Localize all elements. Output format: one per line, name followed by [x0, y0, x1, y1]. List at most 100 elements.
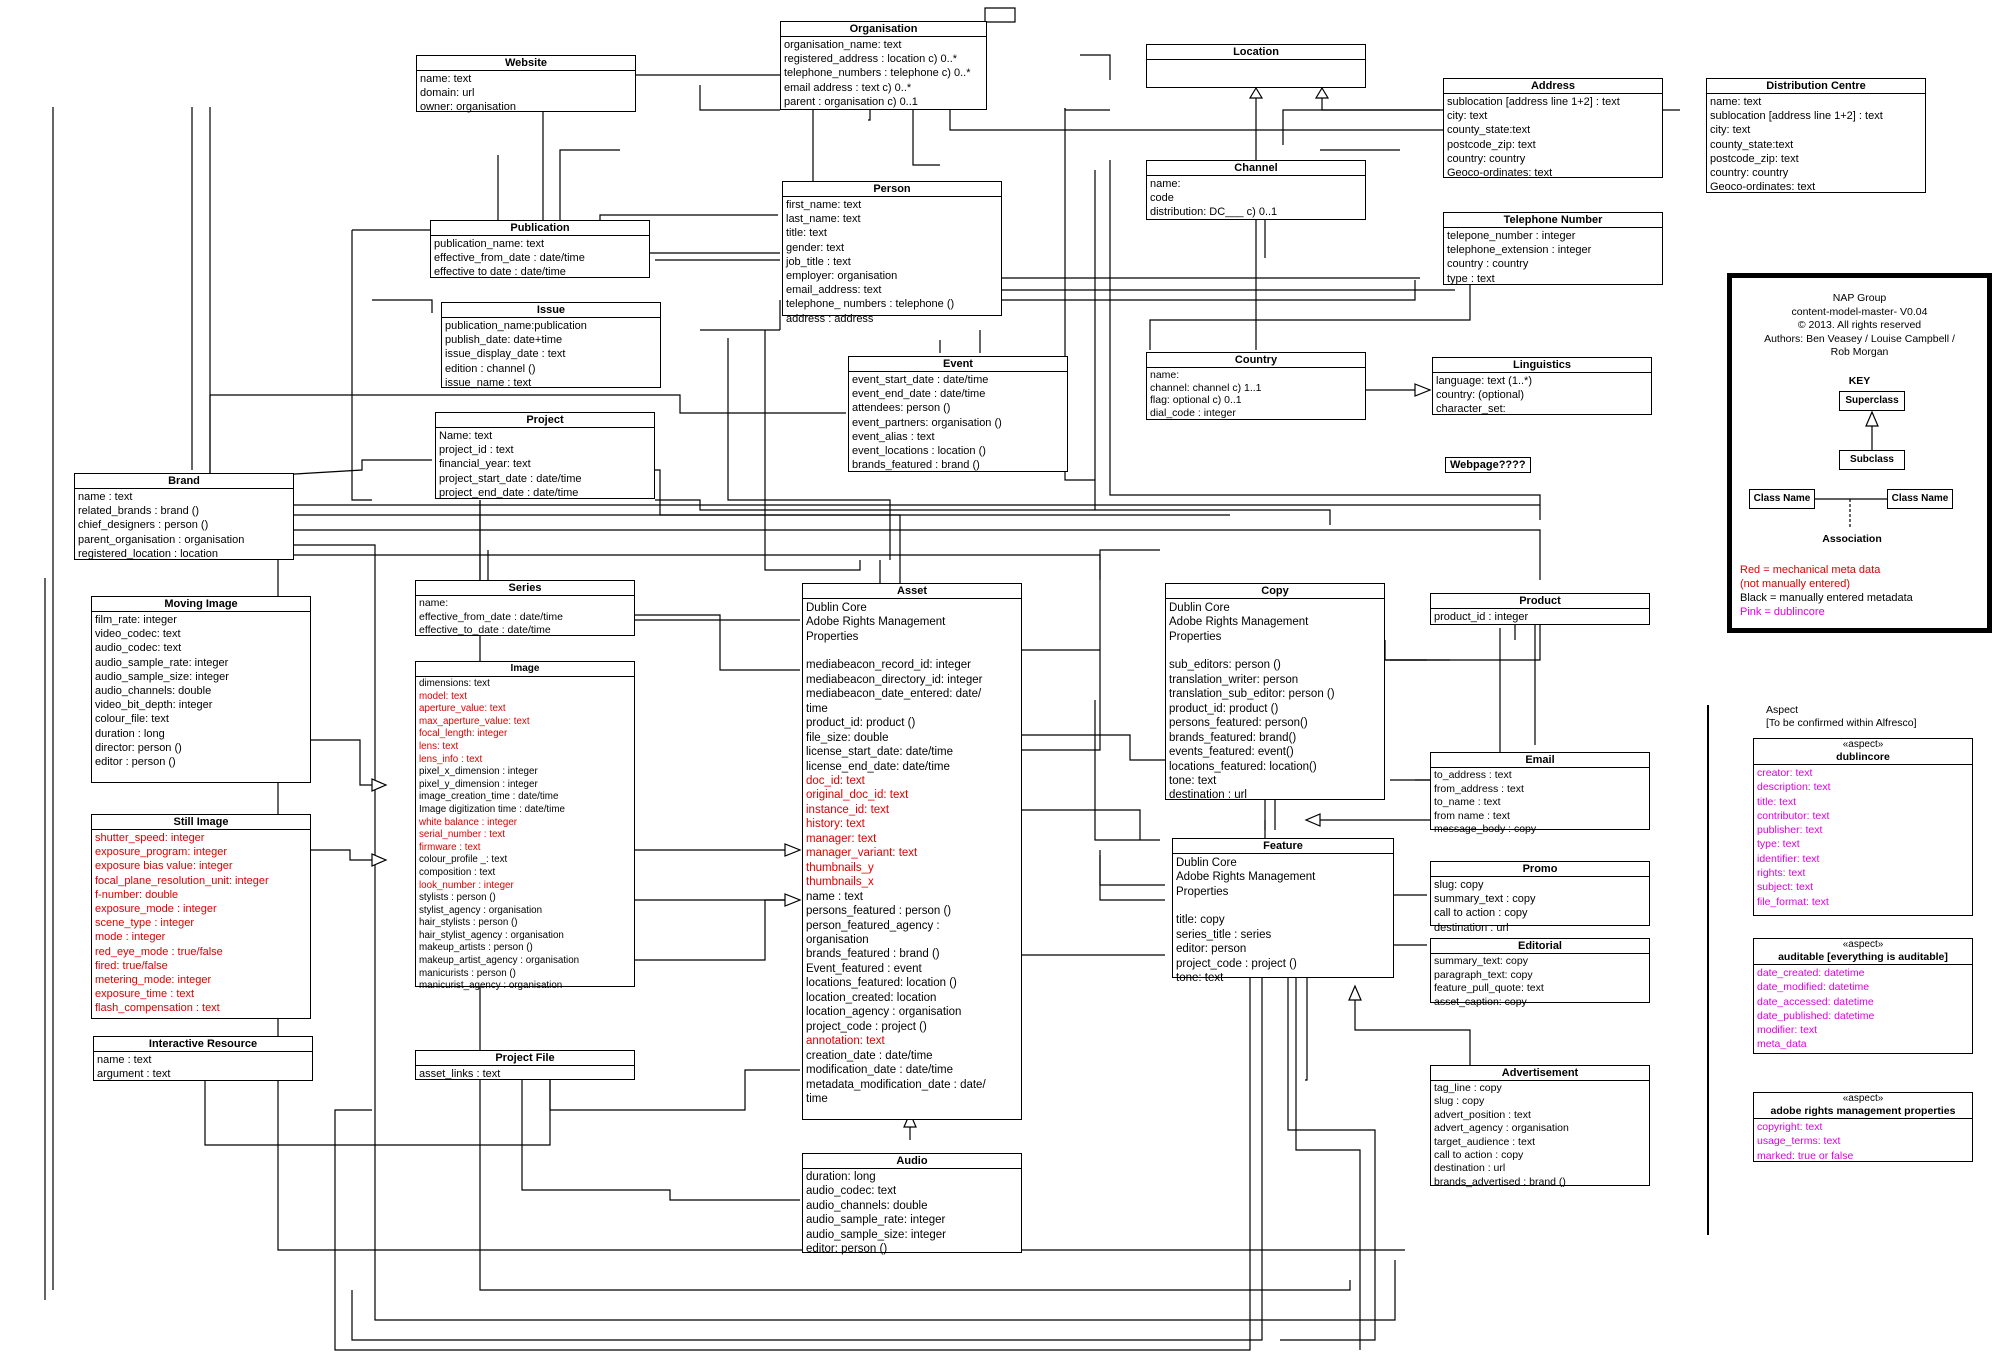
attribute-row: modifier: text: [1757, 1024, 1818, 1037]
attribute-row: type : text: [1447, 272, 1495, 285]
attribute-row: name: text: [1710, 96, 1762, 108]
attribute-row: audio_sample_rate: integer: [806, 1214, 946, 1227]
attribute-row: lens_info : text: [419, 753, 483, 765]
class-telephone-number[interactable]: Telephone Number telepone_number : integ…: [1443, 212, 1663, 285]
attribute-row: white balance : integer: [419, 816, 518, 828]
attribute-row: original_doc_id: text: [806, 789, 909, 802]
class-linguistics[interactable]: Linguistics language: text (1..*)country…: [1432, 357, 1652, 415]
aspect-divider: [1707, 705, 1709, 1235]
attribute-row: project_code : project (): [1176, 957, 1297, 970]
class-series[interactable]: Series name:effective_from_date : date/t…: [415, 580, 635, 636]
attribute-row: Dublin Core: [806, 602, 867, 614]
class-title: Person: [783, 182, 1001, 197]
attribute-row: image_creation_time : date/time: [419, 791, 559, 803]
attribute-row: attendees: person (): [852, 402, 951, 415]
aspect-adobe-rights[interactable]: «aspect» adobe rights management propert…: [1753, 1092, 1973, 1162]
attribute-row: issue_display_date : text: [445, 348, 566, 361]
attribute-row: Name: text: [439, 430, 493, 442]
aspect-heading: Aspect [To be confirmed within Alfresco]: [1766, 704, 1917, 730]
attribute-row: brands_featured : brand (): [852, 459, 980, 472]
attribute-row: Adobe Rights Management: [1176, 871, 1316, 884]
attribute-row: identifier: text: [1757, 852, 1820, 865]
attribute-row: editor : person (): [95, 756, 176, 769]
aspect-auditable[interactable]: «aspect» auditable [everything is audita…: [1753, 938, 1973, 1054]
attribute-row: f-number: double: [95, 888, 179, 901]
attribute-row: thumbnails_x: [806, 876, 874, 889]
class-location[interactable]: Location: [1146, 44, 1366, 88]
attribute-row: county_state:text: [1447, 124, 1531, 137]
attribute-row: slug: copy: [1434, 879, 1484, 891]
class-title: Distribution Centre: [1707, 79, 1925, 94]
class-address[interactable]: Address sublocation [address line 1+2] :…: [1443, 78, 1663, 179]
attribute-row: contributor: text: [1757, 809, 1830, 822]
attribute-list: asset_links : text: [416, 1066, 634, 1082]
class-project-file[interactable]: Project File asset_links : text: [415, 1050, 635, 1080]
attribute-row: first_name: text: [786, 199, 862, 211]
attribute-row: email address : text c) 0..*: [784, 81, 912, 94]
class-title: Organisation: [781, 22, 986, 37]
attribute-row: type: text: [1757, 838, 1800, 851]
class-distribution-centre[interactable]: Distribution Centre name: text sublocatio…: [1706, 78, 1926, 193]
class-title: Promo: [1431, 862, 1649, 877]
attribute-row: copyright: text: [1757, 1121, 1823, 1133]
attribute-row: look_number : integer: [419, 879, 514, 891]
class-product[interactable]: Product product_id : integer: [1430, 593, 1650, 625]
attribute-row: project_id : text: [439, 444, 514, 457]
attribute-row: argument : text: [97, 1068, 171, 1081]
class-title: Feature: [1173, 839, 1393, 854]
aspect-name: dublincore: [1754, 751, 1972, 765]
attribute-row: doc_id: text: [806, 774, 865, 787]
attribute-row: chief_designers : person (): [78, 519, 209, 532]
attribute-row: fired: true/false: [95, 959, 168, 972]
class-title: Country: [1147, 353, 1365, 368]
attribute-row: project_code : project (): [806, 1020, 927, 1033]
attribute-row: translation_sub_editor: person (): [1169, 688, 1335, 701]
class-title: Linguistics: [1433, 358, 1651, 373]
attribute-row: sublocation [address line 1+2] : text: [1710, 110, 1883, 123]
attribute-row: usage_terms: text: [1757, 1135, 1841, 1148]
attribute-row: organisation_name: text: [784, 39, 902, 51]
attribute-row: from name : text: [1434, 809, 1510, 822]
attribute-row: file_format: text: [1757, 895, 1829, 908]
class-title: Editorial: [1431, 939, 1649, 954]
attribute-row: Adobe Rights Management: [1169, 616, 1309, 629]
attribute-row: audio_codec: text: [806, 1185, 897, 1198]
legend-red-note: (not manually entered): [1740, 578, 1851, 590]
attribute-row: description: text: [1757, 781, 1831, 794]
attribute-row: [806, 644, 1018, 658]
key-panel: NAP Group content-model-master- V0.04 © …: [1727, 273, 1992, 633]
attribute-row: film_rate: integer: [95, 614, 177, 626]
attribute-row: Geoco-ordinates: text: [1710, 181, 1816, 194]
attribute-row: manicurist_agency : organisation: [419, 980, 563, 992]
attribute-row: telephone_numbers : telephone c) 0..*: [784, 67, 971, 80]
attribute-row: telephone_extension : integer: [1447, 244, 1592, 257]
aspect-title: Aspect: [1766, 704, 1799, 716]
